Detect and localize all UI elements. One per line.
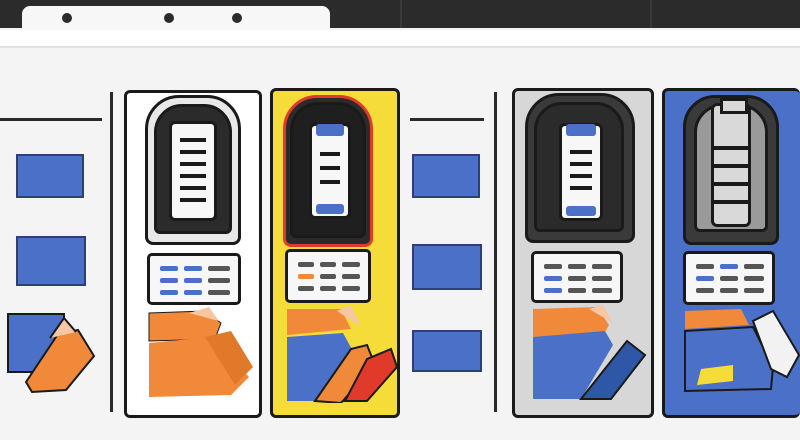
hand-icon	[531, 305, 651, 401]
kiosk-screen[interactable]	[283, 95, 373, 247]
blue-tile[interactable]	[412, 330, 482, 372]
battery-icon	[711, 98, 751, 227]
screen-inner	[154, 104, 232, 234]
kiosk-screen[interactable]	[145, 95, 241, 245]
screen-inner	[290, 102, 366, 238]
blue-tile[interactable]	[16, 154, 84, 198]
kiosk-screen[interactable]	[683, 95, 779, 245]
handle-dot-icon	[62, 13, 72, 23]
battery-icon	[169, 121, 217, 221]
kiosk-white[interactable]	[124, 90, 262, 418]
screen-inner	[534, 102, 624, 232]
middle-vertical-line	[494, 92, 497, 412]
keypad-icon[interactable]	[531, 251, 623, 303]
screen-inner	[694, 98, 768, 232]
middle-divider-line	[410, 118, 484, 121]
battery-icon	[309, 123, 351, 219]
blue-tile[interactable]	[412, 154, 480, 198]
keypad-icon[interactable]	[147, 253, 241, 305]
kiosk-grey[interactable]	[512, 88, 654, 418]
handle-dot-icon	[164, 13, 174, 23]
left-vertical-line	[110, 92, 113, 412]
top-handle[interactable]	[22, 6, 330, 34]
panel-top-strip	[0, 30, 800, 48]
kiosk-blue[interactable]	[662, 88, 800, 418]
blue-tile[interactable]	[16, 236, 86, 286]
top-bar-divider	[390, 0, 402, 28]
left-divider-line	[0, 118, 102, 121]
battery-icon	[559, 123, 603, 221]
hand-icon	[6, 312, 96, 394]
top-bar-divider	[640, 0, 652, 28]
blue-tile[interactable]	[412, 244, 482, 290]
keypad-icon[interactable]	[683, 251, 775, 305]
handle-dot-icon	[232, 13, 242, 23]
hand-icon	[285, 305, 401, 405]
kiosk-yellow[interactable]	[270, 88, 400, 418]
keypad-icon[interactable]	[285, 249, 371, 303]
kiosk-screen[interactable]	[525, 93, 635, 243]
hand-icon	[145, 307, 255, 399]
hand-icon	[683, 307, 800, 401]
